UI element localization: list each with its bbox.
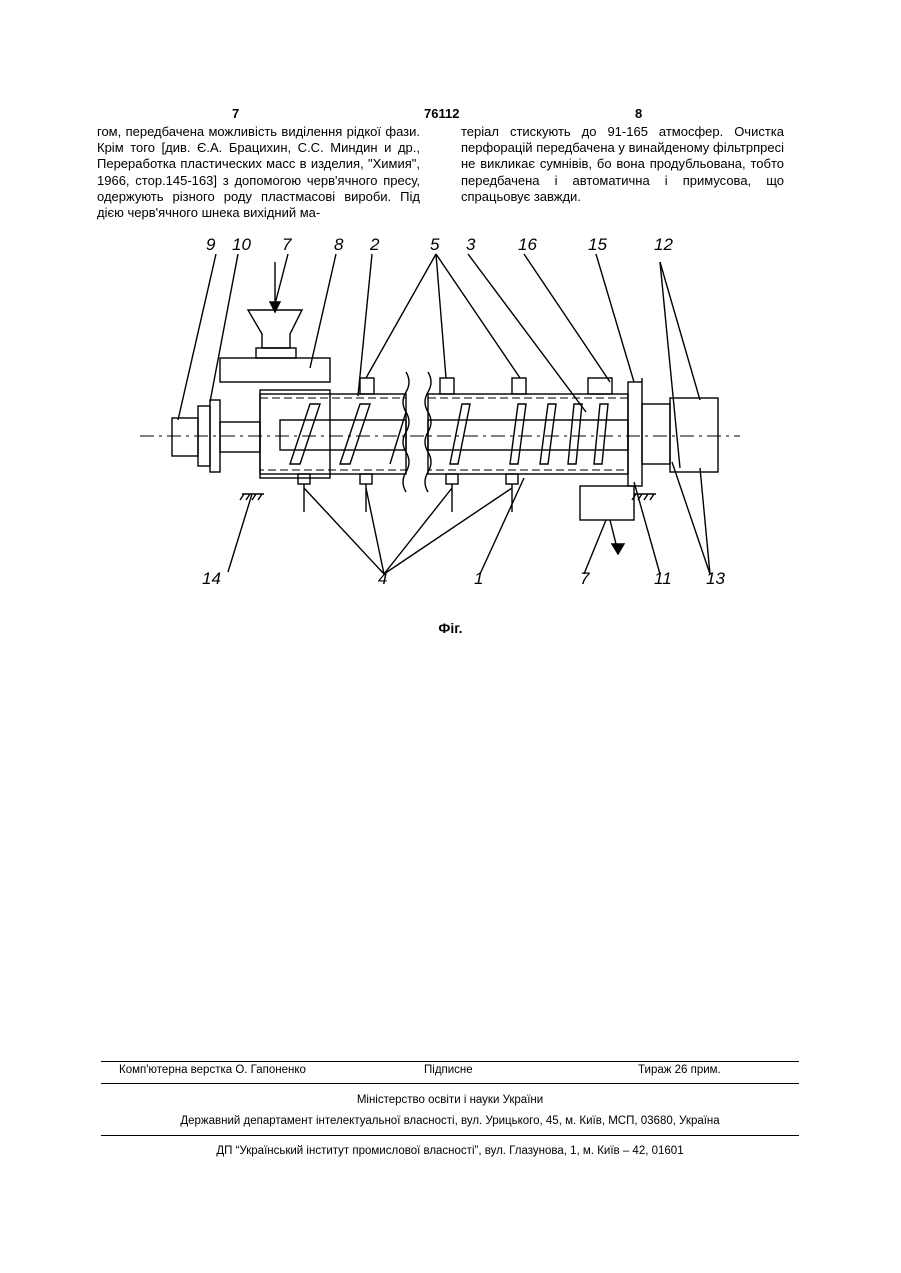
label-top: 15 — [588, 235, 607, 254]
circulation-note: Тираж 26 прим. — [638, 1064, 721, 1076]
label-top: 5 — [430, 235, 440, 254]
footer-rule — [101, 1083, 799, 1084]
patent-number: 76112 — [424, 106, 459, 121]
department-line: Державний департамент інтелектуальної вл… — [101, 1115, 799, 1127]
ministry-line: Міністерство освіти і науки України — [101, 1094, 799, 1106]
institute-line: ДП “Український інститут промислової вла… — [101, 1145, 799, 1157]
label-top: 12 — [654, 235, 673, 254]
label-top: 8 — [334, 235, 344, 254]
paragraph: гом, передбачена можливість виділення рі… — [97, 124, 420, 221]
label-top: 10 — [232, 235, 251, 254]
paragraph: теріал стискують до 91-165 атмосфер. Очи… — [461, 124, 784, 205]
label-top: 16 — [518, 235, 537, 254]
footer-rule — [101, 1061, 799, 1062]
label-bottom: 11 — [654, 569, 672, 588]
label-top: 3 — [466, 235, 476, 254]
label-bottom: 4 — [378, 569, 387, 588]
typesetting-credit: Комп'ютерна верстка О. Гапоненко — [119, 1064, 306, 1076]
label-bottom: 13 — [706, 569, 725, 588]
label-top: 9 — [206, 235, 216, 254]
label-bottom: 1 — [474, 569, 483, 588]
filter-press-drawing: 9 10 7 8 2 5 3 16 15 12 14 4 1 7 11 13 — [140, 232, 760, 592]
label-bottom: 7 — [580, 569, 590, 588]
text-column-right: теріал стискують до 91-165 атмосфер. Очи… — [461, 124, 784, 205]
signed-note: Підписне — [424, 1064, 473, 1076]
footer-rule — [101, 1135, 799, 1136]
page-number-right: 8 — [635, 106, 642, 121]
label-top: 2 — [369, 235, 380, 254]
label-bottom: 14 — [202, 569, 221, 588]
page-number-left: 7 — [232, 106, 239, 121]
label-top: 7 — [282, 235, 292, 254]
figure-caption: Фіг. — [0, 620, 901, 636]
text-column-left: гом, передбачена можливість виділення рі… — [97, 124, 420, 221]
